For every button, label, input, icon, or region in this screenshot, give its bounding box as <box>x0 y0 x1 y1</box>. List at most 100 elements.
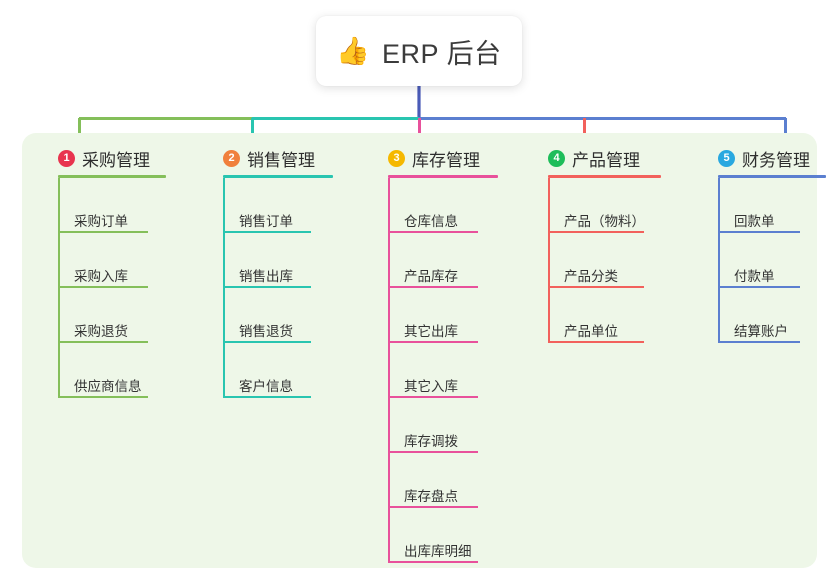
branch-item[interactable]: 库存盘点 <box>388 453 498 508</box>
branch-item-rule <box>388 231 478 233</box>
branch-item[interactable]: 销售退货 <box>223 288 333 343</box>
branch-item-rule <box>223 231 311 233</box>
branch-item[interactable]: 产品单位 <box>548 288 661 343</box>
branch-item-rule <box>223 396 311 398</box>
branch-header-4[interactable]: 4 产品管理 <box>530 146 661 170</box>
branch-column-2: 2 销售管理销售订单销售出库销售退货客户信息 <box>205 146 333 398</box>
branch-item-rule <box>388 506 478 508</box>
branch-title-rule <box>718 175 826 178</box>
branch-item-label: 供应商信息 <box>74 378 142 394</box>
root-node[interactable]: 👍 ERP 后台 <box>316 16 522 86</box>
branch-number-badge: 1 <box>58 149 75 167</box>
root-node-label: ERP 后台 <box>382 38 502 69</box>
branch-item[interactable]: 销售订单 <box>223 178 333 233</box>
branch-item-rule <box>548 286 644 288</box>
branch-item-rule <box>718 231 800 233</box>
branch-header-2[interactable]: 2 销售管理 <box>205 146 333 170</box>
branch-items: 销售订单销售出库销售退货客户信息 <box>205 178 333 398</box>
branch-item-label: 回款单 <box>734 213 775 229</box>
branch-item-label: 其它入库 <box>404 378 458 394</box>
branch-item[interactable]: 采购订单 <box>58 178 166 233</box>
branch-items: 产品（物料） 产品分类产品单位 <box>530 178 661 343</box>
branch-column-4: 4 产品管理产品（物料） 产品分类产品单位 <box>530 146 661 343</box>
branch-item-label: 结算账户 <box>734 323 788 339</box>
branch-number-badge: 2 <box>223 149 240 167</box>
branch-title: 产品管理 <box>572 150 640 170</box>
branch-item-label: 产品库存 <box>404 268 458 284</box>
branch-title-rule <box>548 175 661 178</box>
branch-item[interactable]: 库存调拨 <box>388 398 498 453</box>
branch-spine <box>223 178 225 398</box>
branch-item-rule <box>388 451 478 453</box>
branch-item-rule <box>58 286 148 288</box>
branch-item[interactable]: 采购入库 <box>58 233 166 288</box>
branch-item-label: 销售退货 <box>239 323 293 339</box>
branch-item-label: 付款单 <box>734 268 775 284</box>
branch-number-badge: 5 <box>718 149 735 167</box>
branch-title: 采购管理 <box>82 150 150 170</box>
branch-item[interactable]: 结算账户 <box>718 288 826 343</box>
branch-item[interactable]: 产品分类 <box>548 233 661 288</box>
branch-item[interactable]: 其它出库 <box>388 288 498 343</box>
branch-item[interactable]: 销售出库 <box>223 233 333 288</box>
branch-items: 采购订单采购入库采购退货供应商信息 <box>40 178 166 398</box>
branch-item[interactable]: 供应商信息 <box>58 343 166 398</box>
branch-item-label: 销售出库 <box>239 268 293 284</box>
branch-spine <box>718 178 720 343</box>
branch-items: 仓库信息产品库存其它出库其它入库库存调拨库存盘点出库库明细 <box>370 178 498 563</box>
branch-item-rule <box>58 396 148 398</box>
branch-item-rule <box>58 341 148 343</box>
branch-item-label: 采购订单 <box>74 213 128 229</box>
branch-title-rule <box>58 175 166 178</box>
branch-item[interactable]: 产品（物料） <box>548 178 661 233</box>
branch-item-label: 仓库信息 <box>404 213 458 229</box>
branch-item-label: 客户信息 <box>239 378 293 394</box>
branch-item[interactable]: 付款单 <box>718 233 826 288</box>
branch-item-rule <box>388 286 478 288</box>
branch-item[interactable]: 客户信息 <box>223 343 333 398</box>
branch-item-label: 产品分类 <box>564 268 618 284</box>
branch-item-rule <box>388 341 478 343</box>
branch-item-rule <box>58 231 148 233</box>
branch-spine <box>58 178 60 398</box>
branch-header-5[interactable]: 5 财务管理 <box>700 146 826 170</box>
branch-item-rule <box>718 286 800 288</box>
branch-number-badge: 3 <box>388 149 405 167</box>
branch-item-label: 库存盘点 <box>404 488 458 504</box>
branch-spine <box>548 178 550 343</box>
branch-title-rule <box>388 175 498 178</box>
branch-item-rule <box>388 561 478 563</box>
branch-item-label: 出库库明细 <box>404 543 472 559</box>
branch-item-label: 采购退货 <box>74 323 128 339</box>
branch-item-label: 其它出库 <box>404 323 458 339</box>
branch-item-rule <box>223 286 311 288</box>
branch-title: 财务管理 <box>742 150 810 170</box>
branch-number-badge: 4 <box>548 149 565 167</box>
branch-item-label: 产品（物料） <box>564 213 645 229</box>
branch-item[interactable]: 回款单 <box>718 178 826 233</box>
thumbs-up-icon: 👍 <box>336 35 371 66</box>
branch-item-rule <box>548 231 644 233</box>
branch-item[interactable]: 其它入库 <box>388 343 498 398</box>
branch-spine <box>388 178 390 563</box>
branch-title-rule <box>223 175 333 178</box>
branch-item-rule <box>548 341 644 343</box>
branch-column-5: 5 财务管理回款单付款单结算账户 <box>700 146 826 343</box>
branch-item-label: 产品单位 <box>564 323 618 339</box>
branch-item[interactable]: 产品库存 <box>388 233 498 288</box>
branch-title: 销售管理 <box>247 150 315 170</box>
branch-item[interactable]: 仓库信息 <box>388 178 498 233</box>
branch-item-label: 库存调拨 <box>404 433 458 449</box>
branch-column-3: 3 库存管理仓库信息产品库存其它出库其它入库库存调拨库存盘点出库库明细 <box>370 146 498 563</box>
branch-item[interactable]: 采购退货 <box>58 288 166 343</box>
branch-column-1: 1 采购管理采购订单采购入库采购退货供应商信息 <box>40 146 166 398</box>
branches-panel <box>22 133 817 568</box>
branch-item-rule <box>388 396 478 398</box>
branch-header-3[interactable]: 3 库存管理 <box>370 146 498 170</box>
branch-item-label: 采购入库 <box>74 268 128 284</box>
branch-title: 库存管理 <box>412 150 480 170</box>
branch-items: 回款单付款单结算账户 <box>700 178 826 343</box>
branch-item-rule <box>223 341 311 343</box>
branch-item[interactable]: 出库库明细 <box>388 508 498 563</box>
branch-header-1[interactable]: 1 采购管理 <box>40 146 166 170</box>
